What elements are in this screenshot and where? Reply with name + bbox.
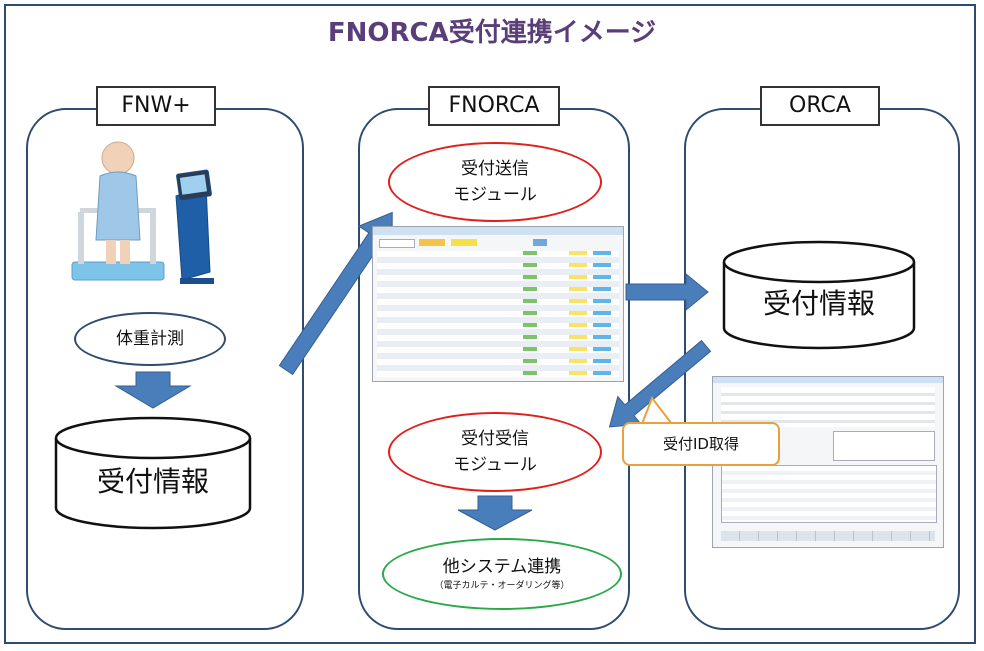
fnw-column: [26, 108, 304, 630]
fnw-label: FNW+: [96, 86, 216, 126]
right-db-label: 受付情報: [762, 287, 875, 320]
fnorca-screenshot: [372, 226, 624, 382]
kiosk-illustration: [175, 169, 214, 284]
title-rest: 受付連携イメージ: [448, 18, 657, 48]
fnorca-label: FNORCA: [428, 86, 560, 126]
other-system-ellipse: 他システム連携 （電子カルテ・オーダリング等）: [382, 538, 622, 610]
measure-label: 体重計測: [116, 329, 184, 349]
send-module-ellipse: 受付送信 モジュール: [388, 142, 602, 222]
right-database: [722, 240, 916, 350]
recv-module-line1: 受付受信: [461, 429, 529, 449]
send-module-line2: モジュール: [453, 185, 537, 205]
recv-module-line2: モジュール: [453, 455, 537, 475]
left-database: [54, 416, 252, 530]
arrow-from-orca: [608, 339, 712, 428]
other-system-note: （電子カルテ・オーダリング等）: [434, 581, 570, 591]
other-system-label: 他システム連携: [442, 557, 562, 577]
outer-frame: [4, 4, 976, 644]
send-module-line1: 受付送信: [461, 159, 529, 179]
title-highlight: FNORCA: [327, 18, 449, 48]
person-illustration: [71, 141, 165, 281]
callout-label: 受付ID取得: [663, 435, 739, 453]
callout-box: 受付ID取得: [622, 422, 780, 466]
left-db-label: 受付情報: [96, 465, 209, 498]
recv-module-ellipse: 受付受信 モジュール: [388, 412, 602, 492]
measure-ellipse: 体重計測: [74, 312, 226, 366]
orca-label: ORCA: [760, 86, 880, 126]
arrow-to-orca: [625, 272, 709, 312]
page-title: FNORCA受付連携イメージ: [0, 12, 984, 49]
down-arrow-left: [114, 371, 192, 409]
down-arrow-center: [457, 495, 533, 531]
